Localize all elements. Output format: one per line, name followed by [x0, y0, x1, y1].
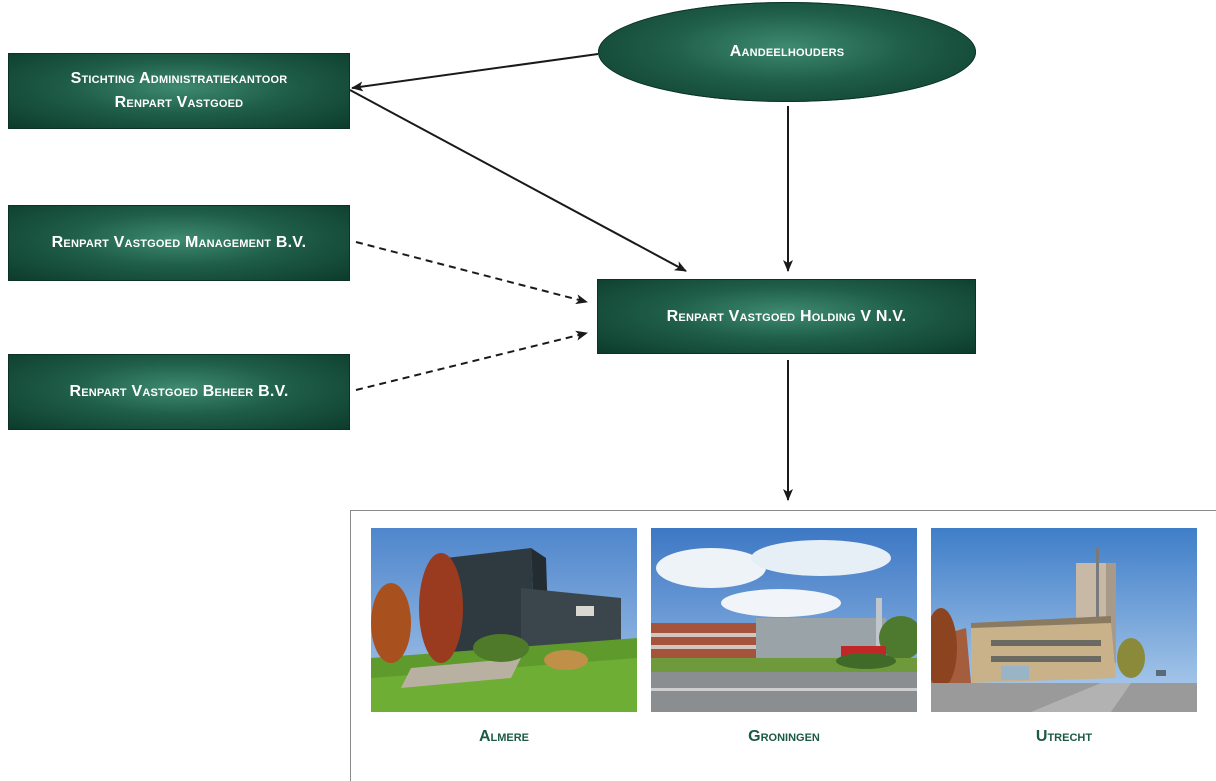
edge-shareholders-to-stak [351, 53, 599, 92]
node-management: Renpart Vastgoed Management B.V. [8, 205, 350, 281]
photo-groningen [651, 528, 917, 712]
node-stak: Stichting Administratiekantoor Renpart V… [8, 53, 350, 129]
edge-stak-to-holding [349, 89, 687, 272]
caption-groningen: Groningen [748, 728, 820, 745]
node-shareholders-label: Aandeelhouders [729, 43, 845, 60]
caption-utrecht: Utrecht [1035, 728, 1093, 745]
node-stak-label-line1: Stichting Administratiekantoor [70, 70, 288, 87]
node-holding: Renpart Vastgoed Holding V N.V. [597, 279, 976, 354]
node-management-label: Renpart Vastgoed Management B.V. [51, 234, 307, 251]
edge-beheer-to-holding [355, 330, 588, 391]
photo-utrecht [931, 528, 1197, 712]
photo-almere [371, 528, 637, 712]
edge-management-to-holding [355, 241, 588, 305]
node-shareholders: Aandeelhouders [598, 2, 976, 102]
node-beheer-label: Renpart Vastgoed Beheer B.V. [69, 383, 289, 400]
caption-almere: Almere [478, 728, 530, 745]
node-stak-label-line2: Renpart Vastgoed [114, 94, 244, 111]
node-beheer: Renpart Vastgoed Beheer B.V. [8, 354, 350, 430]
node-holding-label: Renpart Vastgoed Holding V N.V. [666, 307, 907, 325]
